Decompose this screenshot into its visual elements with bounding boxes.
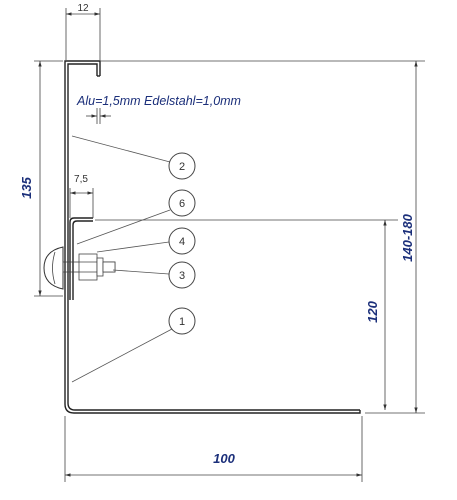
dimension-top-width: 12: [65, 3, 101, 60]
dimension-total-height: 140-180: [100, 60, 425, 414]
dimension-offset: 7,5: [69, 174, 94, 218]
callout-4-label: 4: [179, 236, 185, 248]
dim-base-width-label: 100: [213, 451, 235, 466]
callout-4: 4: [96, 227, 196, 255]
callout-3-label: 3: [179, 270, 185, 282]
callout-3: 3: [112, 261, 196, 289]
callout-6: 6: [76, 189, 196, 245]
callout-2: 2: [71, 135, 196, 180]
callout-1: 1: [71, 307, 196, 383]
dim-inner-height-label: 120: [365, 300, 380, 322]
dim-offset-label: 7,5: [74, 174, 88, 185]
callout-2-label: 2: [179, 161, 185, 173]
callout-1-label: 1: [179, 316, 185, 328]
dimension-left-height: 135: [19, 60, 63, 297]
thickness-note: Alu=1,5mm Edelstahl=1,0mm: [76, 94, 241, 108]
dim-total-height-label: 140-180: [400, 213, 415, 261]
dim-left-height-label: 135: [19, 176, 34, 198]
profile-outline: [64, 60, 361, 414]
dimension-base-width: 100: [64, 416, 363, 482]
dimension-inner-height: 120: [95, 219, 398, 410]
dim-top-width-label: 12: [77, 3, 89, 14]
callout-6-label: 6: [179, 198, 185, 210]
screw-assembly: [43, 246, 116, 290]
dimension-thickness-arrows: [86, 108, 111, 124]
